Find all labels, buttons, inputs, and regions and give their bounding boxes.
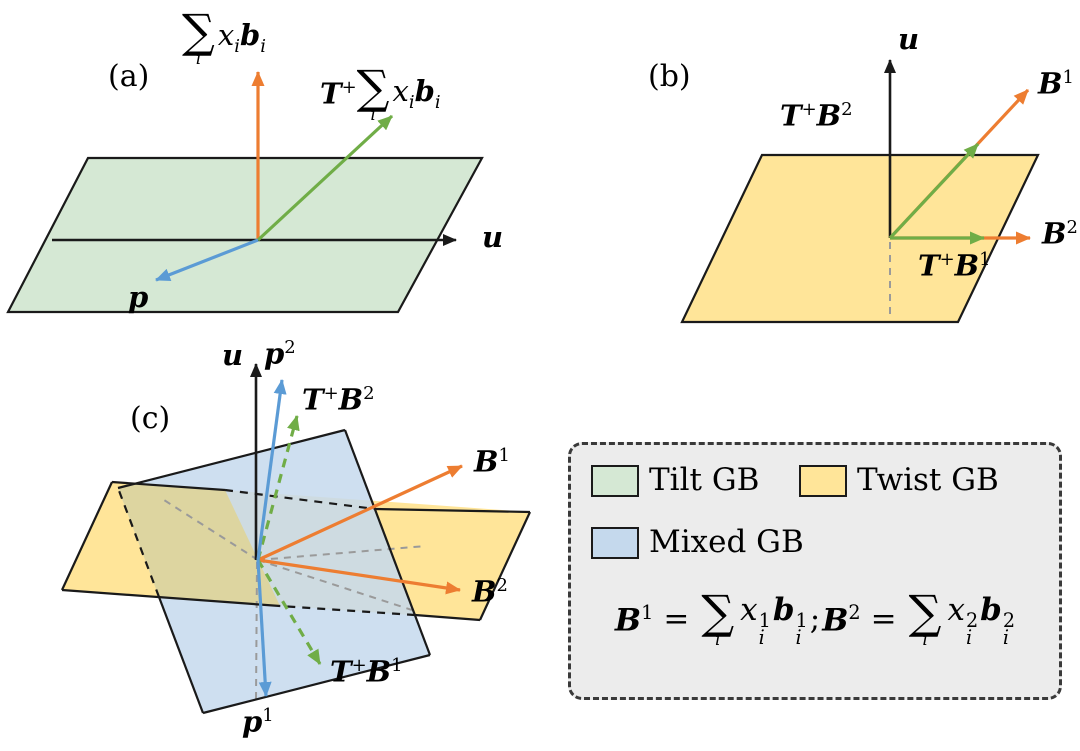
t-sum-expression: T+ ∑ i xibi [320,60,441,125]
t-sum-vector-arrow [256,114,394,242]
b1-label-b: B1 [1038,66,1074,101]
sigma-symbol: ∑ [701,585,735,639]
mixed-edge [117,428,346,490]
sigma-group: ∑ i [356,60,390,125]
sum-index: i [195,48,202,69]
u-axis-label-b: u [898,22,920,56]
hidden-axis-dash-c [255,561,258,701]
tb2-label-b: T+B2 [780,98,853,133]
sum-xb-label: ∑ i xibi [182,4,266,69]
semicolon: ; [809,601,821,638]
sigma-symbol: ∑ [182,4,215,58]
mixed-edge [202,653,431,715]
sum-term: xibi [217,18,266,57]
twist-edge [374,507,531,514]
tilt-swatch [591,465,639,497]
twist-edge [61,588,281,608]
projection-dash-lower-right [257,559,413,611]
b2-vector-arrow-c [257,558,461,595]
p2-label: p2 [264,336,296,371]
b2-label-b: B2 [1042,216,1078,251]
sum-index: i [370,104,376,125]
panel-a-tag: (a) [108,59,150,94]
twist-edge [414,613,481,622]
tilt-legend-label: Tilt GB [649,462,760,498]
sigma-symbol: ∑ [356,60,390,114]
tb1-label-c: T+B1 [330,654,403,689]
mixed-legend-label: Mixed GB [649,524,804,560]
tb1-label-b: T+B1 [918,248,991,283]
twist-edge [111,480,226,492]
twist-legend-label: Twist GB [857,462,999,498]
panel-b-graphics [680,59,1040,324]
b1-label-c: B1 [474,444,510,479]
projection-dash-left [163,499,259,561]
sum-expression: ∑ i xibi [182,4,266,69]
sum-index: i [922,629,928,650]
t-plus: T+ [320,76,357,111]
tb2-label-c: T+B2 [302,382,375,417]
panel-c-tag: (c) [130,401,171,436]
panel-a-graphics [6,71,484,314]
eq-lhs2: B2 [822,600,861,639]
p1-vector-arrow [256,559,272,697]
p-vector-arrow [155,238,259,282]
tb1-vector-arrow-c [256,559,322,665]
twist-hidden-edge [279,604,416,617]
tb2-vector-arrow [888,142,980,240]
sum-index: i [715,629,721,650]
sigma-group: ∑i [701,585,735,650]
sigma-group: ∑i [908,585,942,650]
p-label: p [128,280,149,314]
sum-term: xibi [392,74,441,113]
equals-sign: = [663,601,690,638]
eq-lhs1: B1 [614,600,654,639]
p1-label: p1 [242,704,274,739]
b2-label-c: B2 [472,574,508,609]
twist-plane [680,153,1040,324]
twist-edge [61,481,113,591]
equals-sign: = [870,601,897,638]
projection-dash-right [257,545,427,561]
mixed-edge [157,596,205,714]
t-sum-xb-label: T+ ∑ i xibi [320,60,441,125]
mixed-swatch [591,527,639,559]
twist-edge [479,511,531,621]
tb2-vector-arrow-c [256,415,300,561]
mixed-edge [343,429,432,656]
panel-c-graphics [61,363,531,715]
sigma-group: ∑ i [182,4,215,69]
panel-b-tag: (b) [648,59,691,94]
sigma-symbol: ∑ [908,585,942,639]
p2-vector-arrow [256,379,287,561]
twist-hidden-edge [224,488,376,511]
tilt-plane [6,156,484,314]
twist-swatch [799,465,847,497]
b1-vector-arrow-c [257,464,463,562]
u-axis-label-a: u [482,220,504,254]
mixed-hidden-edge [116,487,161,598]
plane-overlap-region [118,484,280,606]
u-axis-label-c: u [222,338,244,372]
